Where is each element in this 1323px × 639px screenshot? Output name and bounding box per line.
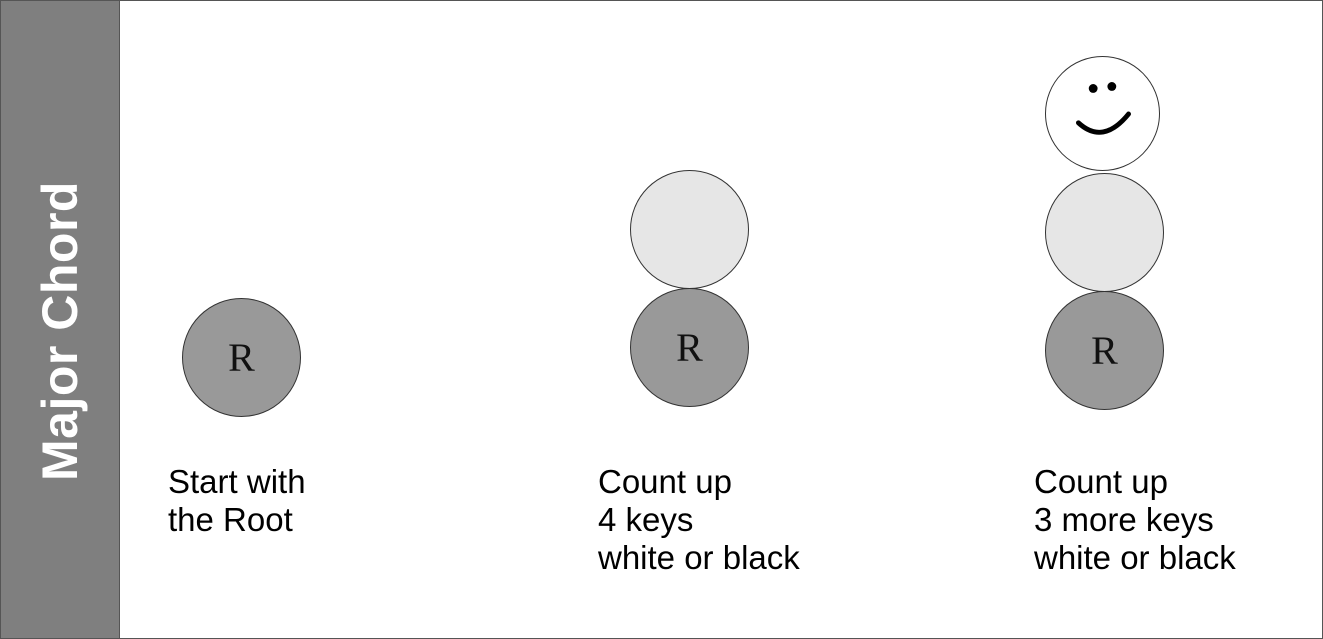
caption-line: Count up (1034, 463, 1168, 500)
step-2-caption: Count up 4 keys white or black (598, 463, 800, 577)
diagram-title: Major Chord (32, 181, 88, 481)
root-note-label: R (228, 335, 255, 380)
smiley-eye-right (1107, 82, 1117, 91)
smiley-face-icon (1075, 82, 1131, 135)
root-note-label: R (676, 325, 703, 370)
caption-line: white or black (1034, 539, 1236, 576)
caption-line: Count up (598, 463, 732, 500)
step-3-caption: Count up 3 more keys white or black (1034, 463, 1236, 577)
title-sidebar: Major Chord (1, 1, 120, 638)
root-note-step-1: R (182, 298, 301, 417)
smiley-eye-left (1088, 84, 1098, 93)
caption-line: the Root (168, 501, 293, 538)
smiley-mouth (1075, 111, 1131, 135)
root-note-step-3: R (1045, 291, 1164, 410)
caption-line: white or black (598, 539, 800, 576)
step-1-caption: Start with the Root (168, 463, 306, 539)
third-note-step-2 (630, 170, 749, 289)
root-note-label: R (1091, 328, 1118, 373)
caption-line: 4 keys (598, 501, 694, 538)
caption-line: Start with (168, 463, 306, 500)
root-note-step-2: R (630, 288, 749, 407)
third-note-step-3 (1045, 173, 1164, 292)
fifth-note-step-3 (1045, 56, 1160, 171)
caption-line: 3 more keys (1034, 501, 1214, 538)
